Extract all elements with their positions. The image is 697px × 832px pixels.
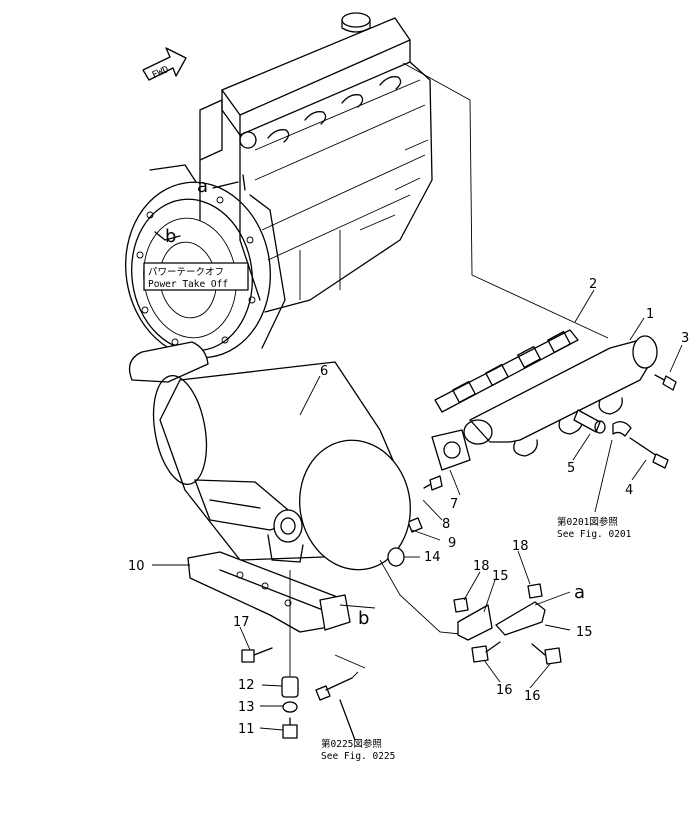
bolt-16-right [531, 643, 562, 665]
callout-18-left: 18 [473, 559, 490, 574]
nut-14 [387, 547, 405, 567]
ref-fig0225-en: See Fig. 0225 [321, 751, 395, 762]
bracket-10 [187, 551, 351, 633]
callout-9: 9 [448, 536, 456, 551]
callout-1: 1 [646, 307, 654, 322]
callout-12: 12 [238, 678, 255, 693]
ref-fig0201: 第0201図参照 See Fig. 0201 [557, 516, 632, 540]
port-leader-line [402, 62, 609, 339]
washer-13 [282, 701, 298, 713]
letter-b-bottom: b [358, 608, 369, 629]
callout-7: 7 [450, 497, 458, 512]
callout-16-right: 16 [524, 689, 541, 704]
ref-fig0201-jp: 第0201図参照 [557, 516, 618, 528]
callout-14: 14 [424, 550, 441, 565]
flange-gasket-7 [431, 429, 471, 471]
callout-leaders [152, 289, 683, 731]
callout-18-right: 18 [512, 539, 529, 554]
leader-a-right [534, 591, 571, 606]
callout-8: 8 [442, 517, 450, 532]
stud-8 [423, 475, 443, 491]
callout-15-lower: 15 [576, 625, 593, 640]
top-ref-letters: a b [154, 174, 246, 247]
callout-5: 5 [567, 461, 575, 476]
bolt-4 [612, 421, 669, 469]
bolt-16-left [471, 641, 501, 663]
callout-16-left: 16 [496, 683, 513, 698]
callout-17: 17 [233, 615, 250, 630]
nut-9 [407, 517, 423, 533]
ref-fig0225-jp: 第0225図参照 [321, 738, 382, 750]
callout-13: 13 [238, 700, 255, 715]
nut-18-left [453, 597, 469, 613]
bracket-15-left [457, 604, 493, 641]
callout-2: 2 [589, 277, 597, 292]
bracket-link-line [379, 559, 471, 636]
bolt-fig0225 [315, 654, 366, 741]
callout-11: 11 [238, 722, 255, 737]
callout-numbers: 1 2 3 4 5 6 7 8 9 10 11 12 13 14 15 15 1… [128, 277, 689, 737]
callout-10: 10 [128, 559, 145, 574]
callout-3: 3 [681, 331, 689, 346]
pipe-5 [573, 409, 606, 434]
ref-fig0201-en: See Fig. 0201 [557, 529, 632, 540]
power-take-off-en: Power Take Off [148, 279, 228, 290]
ref-fig0225: 第0225図参照 See Fig. 0225 [321, 738, 395, 762]
callout-6: 6 [320, 364, 328, 379]
muffler [128, 341, 411, 571]
bracket-15-right [495, 601, 546, 636]
power-take-off-housing: パワーテークオフ Power Take Off [125, 164, 286, 359]
letter-a-top: a [197, 176, 208, 197]
manifold-gasket [434, 329, 579, 413]
power-take-off-jp: パワーテークオフ [148, 267, 224, 278]
bolt-11 [282, 717, 298, 739]
fwd-arrow-badge: FWD [142, 47, 187, 81]
exhaust-manifold [463, 335, 658, 457]
callout-15-upper: 15 [492, 569, 509, 584]
letter-a-right: a [574, 582, 585, 603]
bolt-17 [241, 647, 273, 663]
mount-rubber-12 [281, 676, 299, 698]
engine-block [199, 12, 433, 313]
bolt-3 [654, 374, 677, 391]
leader-b-bottom [339, 604, 376, 609]
callout-4: 4 [625, 483, 633, 498]
nut-18-right [527, 583, 543, 599]
letter-b-top: b [165, 226, 176, 247]
